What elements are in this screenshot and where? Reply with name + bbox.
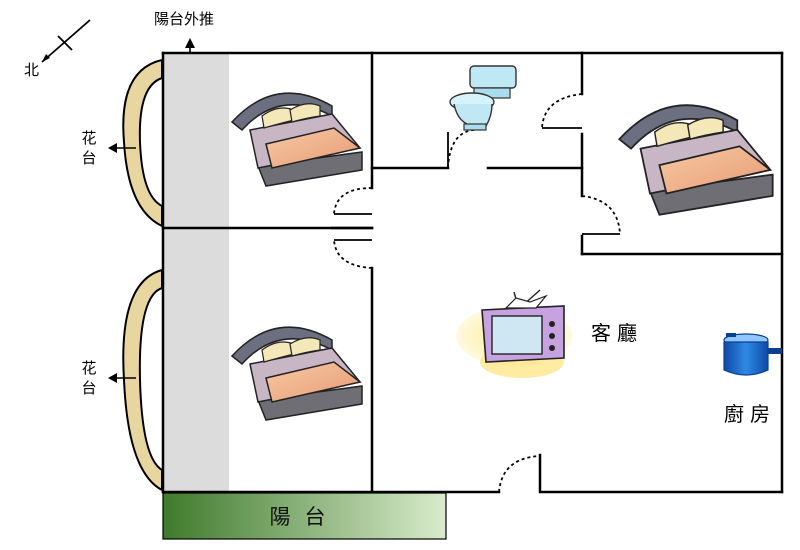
cooking-pot-icon xyxy=(723,333,782,376)
north-arrow-icon xyxy=(41,19,91,63)
living-room-label: 客廳 xyxy=(591,321,643,345)
flower-bed-arrow-bottom xyxy=(108,373,136,383)
balcony-label: 陽台 xyxy=(269,505,340,529)
flower-bed-label-bottom: 花台 xyxy=(81,359,97,397)
balcony-extension-strip xyxy=(163,53,229,491)
bed-icon xyxy=(618,104,774,216)
tv-icon xyxy=(456,289,572,378)
kitchen-label: 廚房 xyxy=(724,402,776,426)
flower-bed-top xyxy=(122,58,163,228)
flower-bed-label-top: 花台 xyxy=(81,129,97,167)
flower-bed-bottom xyxy=(122,268,163,492)
bed-icon xyxy=(231,326,363,421)
balcony-push-out-label: 陽台外推 xyxy=(154,10,215,28)
doors xyxy=(333,93,621,493)
walls xyxy=(161,51,784,494)
bed-icon xyxy=(231,92,363,187)
balcony xyxy=(162,492,447,540)
flower-bed-arrow-top xyxy=(108,143,136,153)
north-label: 北 xyxy=(24,61,40,79)
toilet-icon xyxy=(449,65,517,131)
